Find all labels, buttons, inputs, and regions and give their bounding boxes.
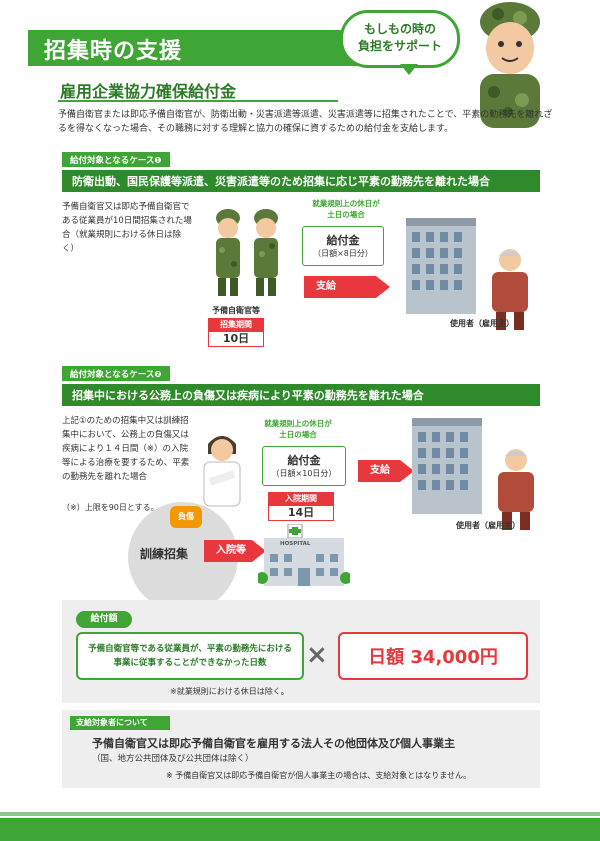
target-note: ※ 予備自衛官又は即応予備自衛官が個人事業主の場合は、支給対象とはなりません。	[166, 771, 472, 780]
case2-holiday-note: 就業規則上の休日が 土日の場合	[250, 418, 346, 440]
footer-stripe	[0, 812, 600, 816]
section-title: 雇用企業協力確保給付金	[60, 82, 237, 101]
case2-benefit-calc: （日額×10日分）	[271, 469, 337, 478]
injured-soldier-icon	[203, 436, 241, 507]
section-underline	[58, 100, 338, 102]
case1-tag: 給付対象となるケース❶	[62, 152, 170, 167]
case1-benefit-calc: （日額×8日分）	[313, 249, 373, 258]
case1-holiday-line-2: 土日の場合	[327, 210, 365, 219]
case2-holiday-line-2: 土日の場合	[279, 430, 317, 439]
hospital-sign: HOSPITAL	[280, 541, 311, 547]
amount-head: 給付額	[76, 611, 132, 628]
target-sub: （国、地方公共団体及び公共団体は除く）	[92, 754, 254, 764]
case1-period-tag: 招集期間	[208, 318, 264, 331]
case1-soldier-label: 予備自衛官等	[212, 306, 260, 315]
training-label: 訓練招集	[140, 547, 189, 561]
case2-text: 上記①のための招集中又は訓練招集中において、公務上の負傷又は疾病により１４日間（…	[62, 416, 190, 482]
office-building-icon	[406, 218, 476, 314]
footer-bar	[0, 818, 600, 841]
employer-2-icon	[498, 449, 534, 530]
bubble-line-2: 負担をサポート	[357, 39, 442, 53]
case1-benefit-box: 給付金 （日額×8日分）	[302, 226, 384, 266]
intro-text: 予備自衛官または即応予備自衛官が、防衛出動・災害派遣等派遣、災害派遣等に招集され…	[58, 110, 553, 134]
hospital-icon	[258, 524, 350, 586]
case2-period-tag: 入院期間	[268, 492, 334, 505]
amount-note: ※就業規則における休日は除く。	[170, 687, 289, 696]
case1-holiday-note: 就業規則上の休日が 土日の場合	[298, 198, 394, 220]
case1-benefit-title: 給付金	[326, 234, 360, 247]
case2-period-box: 14日	[268, 505, 334, 521]
speech-bubble: もしもの時の 負担をサポート	[340, 10, 460, 68]
amount-condition: 予備自衛官等である従業員が、平素の勤務先における事業に従事することができなかった…	[76, 632, 304, 680]
case2-holiday-line-1: 就業規則上の休日が	[264, 419, 332, 428]
soldier-mascot-icon	[480, 2, 540, 128]
daily-amount: 日額 34,000円	[338, 632, 528, 680]
target-head: 支給対象者について	[70, 716, 170, 730]
office-building-2-icon	[412, 418, 482, 514]
multiply-sign: ×	[306, 640, 328, 670]
bubble-tail	[400, 64, 418, 75]
target-main: 予備自衛官又は即応予備自衛官を雇用する法人その他団体及び個人事業主	[92, 737, 455, 750]
case2-benefit-title: 給付金	[287, 454, 321, 467]
case2-tag: 給付対象となるケース❷	[62, 366, 170, 381]
soldiers-icon	[216, 209, 278, 296]
page-title: 招集時の支援	[44, 38, 183, 64]
case1-holiday-line-1: 就業規則上の休日が	[312, 199, 380, 208]
case1-bar: 防衛出動、国民保護等派遣、災害派遣等のため招集に応じ平素の勤務先を離れた場合	[62, 170, 540, 192]
case2-note: （※）上限を90日とする。	[62, 503, 159, 512]
case2-pay-arrow: 支給	[358, 460, 414, 482]
case2-bar: 招集中における公務上の負傷又は疾病により平素の勤務先を離れた場合	[62, 384, 540, 406]
case1-employer-label: 使用者（雇用主）	[450, 319, 514, 328]
case1-text: 予備自衛官又は即応予備自衛官である従業員が10日間招集された場合（就業規則におけ…	[62, 202, 192, 254]
case1-period-box: 10日	[208, 331, 264, 347]
employer-icon	[492, 249, 528, 330]
injury-badge: 負傷	[170, 506, 202, 528]
case2-benefit-box: 給付金 （日額×10日分）	[262, 446, 346, 486]
bubble-line-1: もしもの時の	[363, 22, 436, 36]
case1-pay-arrow: 支給	[304, 276, 390, 298]
hospital-arrow: 入院等	[204, 540, 266, 562]
case2-employer-label: 使用者（雇用主）	[456, 521, 520, 530]
